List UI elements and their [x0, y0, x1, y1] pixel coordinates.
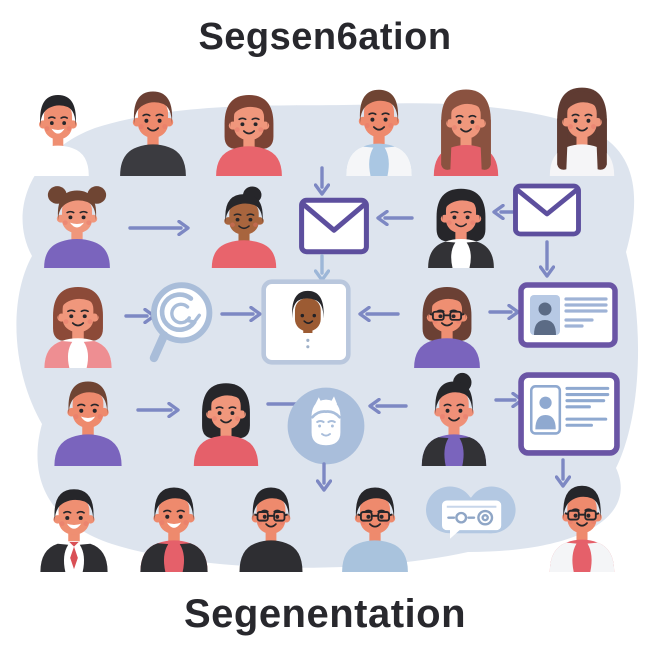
magnifier-refresh-icon — [138, 276, 222, 368]
avatar-man-glasses-red-shirt-white-coat — [536, 474, 628, 572]
arrow-right-buns-to-bun-woman — [128, 220, 190, 236]
avatar-woman-dark-skin-top-bun-coral — [198, 184, 290, 268]
avatar-woman-glasses-purple-top — [400, 278, 494, 368]
avatar-woman-auburn-bob-pink-blazer — [30, 278, 126, 368]
avatar-woman-black-bob-red-top — [180, 374, 272, 466]
arrow-right-magnifier-to-photo-card — [220, 306, 262, 322]
arrow-left-bun-woman-to-face-circle — [368, 398, 408, 414]
avatar-woman-long-hair-white-top — [536, 80, 628, 176]
avatar-man-black-suit-red-tie — [26, 478, 122, 572]
avatar-man-brown-hair-charcoal-shirt — [106, 80, 200, 176]
avatar-woman-double-buns-purple-top — [30, 180, 124, 268]
bottom-title: Segenentation — [183, 592, 467, 636]
arrow-right-man-to-woman — [136, 402, 180, 418]
avatar-man-red-shirt-black-blazer — [126, 476, 222, 572]
envelope-icon-2 — [512, 182, 582, 238]
feedback-controller-icon — [418, 474, 522, 552]
arrow-right-woman-to-id-card-1 — [488, 304, 520, 320]
id-card-icon-1 — [518, 282, 618, 348]
arrow-left-woman-to-envelope-1 — [376, 210, 414, 226]
arrow-down-id-card-2-to-man — [555, 458, 571, 488]
avatar-woman-long-hair-red-top — [420, 82, 512, 176]
envelope-icon-1 — [298, 196, 370, 256]
face-silhouette-circle-icon — [286, 386, 366, 466]
avatar-woman-top-bun-purple-black-sleeves — [408, 370, 500, 466]
avatar-man-black-shirt-glasses — [226, 476, 316, 572]
arrow-left-envelope-2-to-woman — [492, 204, 516, 220]
avatar-man-brown-hair-purple-shirt — [40, 370, 136, 466]
avatar-woman-black-bob-black-blazer — [414, 180, 508, 268]
avatar-man-black-hair-white-shirt — [14, 84, 102, 176]
avatar-woman-brown-bob-coral-top — [202, 86, 296, 176]
top-title: Segsen6ation — [198, 16, 452, 58]
arrow-down-envelope-2-to-id-card-1 — [539, 240, 555, 278]
arrow-down-face-circle-to-bottom-row — [316, 462, 332, 492]
arrow-left-glasses-woman-to-photo-card — [358, 306, 400, 322]
arrow-down-into-envelope-1 — [314, 166, 330, 196]
avatar-man-lab-coat — [332, 78, 426, 176]
avatar-boy-glasses-light-blue-shirt — [328, 476, 422, 572]
photo-card-boy-avatar — [260, 278, 352, 366]
id-card-icon-2 — [518, 372, 620, 456]
